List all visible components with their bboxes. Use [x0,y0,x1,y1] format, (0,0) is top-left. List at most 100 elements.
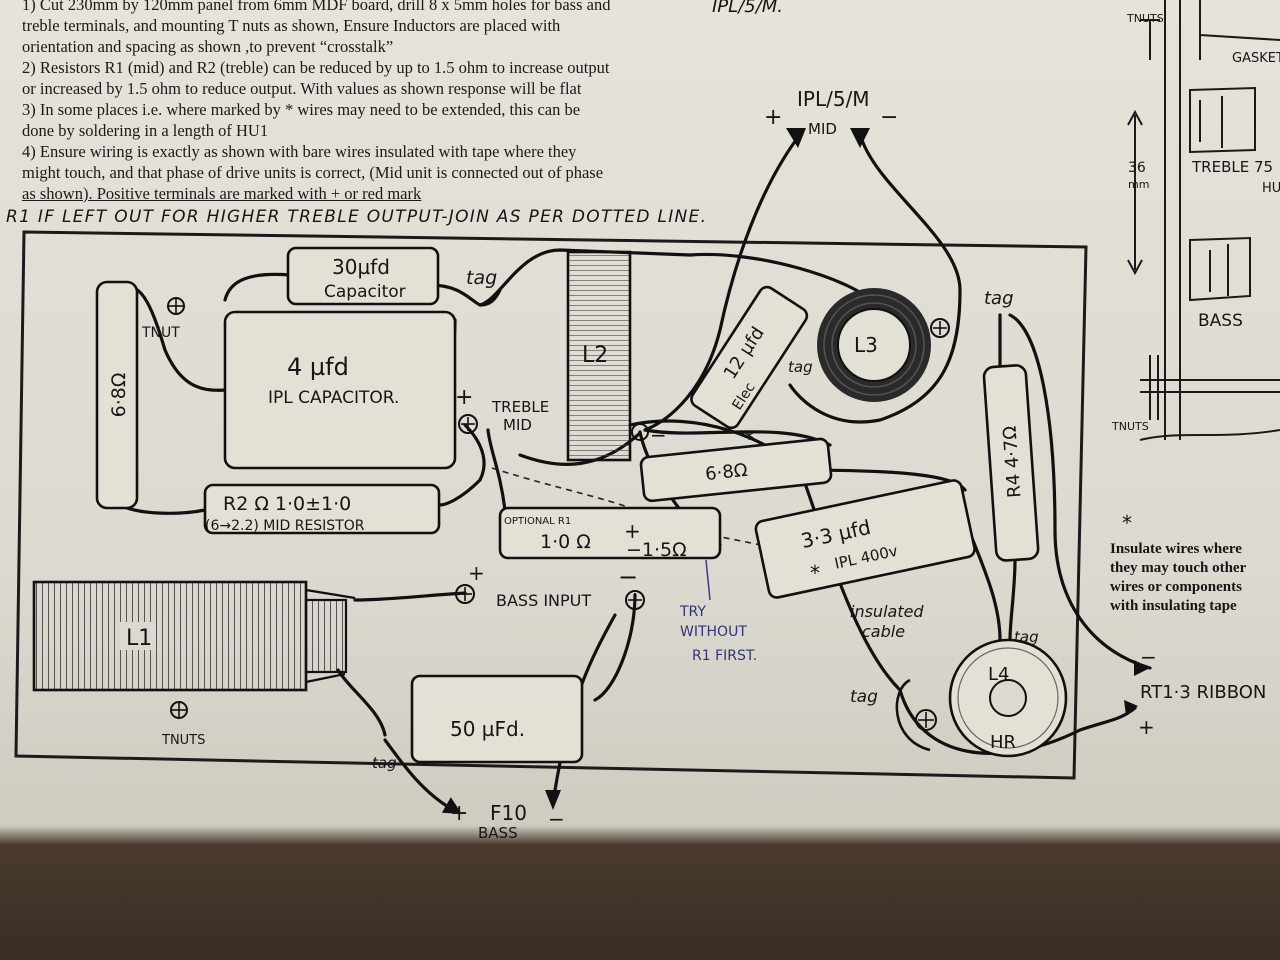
tag-label: tag [372,754,397,772]
resistor-r4: R4 4·7Ω [982,364,1040,562]
bass-input-terminal-plus: + [455,561,485,604]
side-bass: BASS [1198,311,1243,331]
c50-label: 50 µFd. [450,717,525,741]
mid-minus: − [880,105,898,130]
try-line: R1 FIRST. [692,648,757,664]
side-tnuts-top: TNUTS [1126,12,1164,25]
capacitor-50ufd: 50 µFd. [410,674,584,764]
treble-mid-terminal: + TREBLE MID [455,385,549,434]
treble-mid-label: TREBLE [491,398,549,416]
note-line: orientation and spacing as shown ,to pre… [22,37,394,56]
r2-label: (6→2.2) MID RESISTOR [205,518,365,534]
tag-label: tag [1014,628,1039,646]
tag-label: tag [984,288,1014,309]
tag-label: tag [466,267,497,289]
note-line: might touch, and that phase of drive uni… [22,163,604,182]
insulate-note: * Insulate wires where they may touch ot… [1110,511,1247,614]
mid-plus: + [764,105,782,130]
r68-left-label: 6·8Ω [108,373,130,418]
f10-bass-output: + F10 − BASS [441,790,565,842]
r1-value: 1·0 Ω [540,531,591,553]
tnut-top: TNUT [141,297,185,341]
insulated-cable-label: insulated [850,602,924,621]
side-dim-unit: mm [1128,178,1149,191]
central-junction: − * [631,423,754,451]
resistor-6-8-left: 6·8Ω [95,280,139,510]
note-line: done by soldering in a length of HU1 [22,121,269,140]
note-line: as shown). Positive terminals are marked… [22,184,422,203]
tnuts-bottom: TNUTS [161,701,205,748]
insulate-line: Insulate wires where [1110,541,1242,557]
top-right-label: IPL/5/M. [712,0,783,17]
resistor-r2: R2 Ω 1·0±1·0 (6→2.2) MID RESISTOR [203,483,441,535]
mid-output: IPL/5/M MID + − [764,87,898,148]
asterisk: * [810,561,820,585]
note-line: 4) Ensure wiring is exactly as shown wit… [22,142,577,161]
insulate-line: wires or components [1110,579,1242,595]
instruction-notes: 1) Cut 230mm by 120mm panel from 6mm MDF… [22,0,702,204]
mid-plus-arrow [786,128,806,148]
bass-input-terminal-minus: − [618,563,645,610]
tnut-top-label: TNUT [141,325,180,341]
mid-output-name: IPL/5/M [797,87,870,111]
l1-label: L1 [126,626,152,651]
l3-terminal [930,318,950,338]
minus-sign: − [1140,645,1157,669]
f10-sub: BASS [478,824,518,842]
minus-sign: − [650,423,667,447]
l4-label: L4 [988,664,1009,685]
plus-sign: + [624,519,641,543]
l4-terminal [895,678,937,752]
asterisk: * [1122,511,1132,535]
insulate-line: with insulating tape [1110,598,1237,614]
side-gasket: GASKET [1232,51,1280,66]
l3-label: L3 [854,333,878,357]
mid-minus-arrow [850,128,870,148]
mid-output-sub: MID [808,120,837,138]
insulated-cable-label: cable [862,622,905,641]
try-line: WITHOUT [680,624,747,640]
board-outline [14,230,1088,780]
c30-value: 30µfd [332,255,390,279]
inductor-l4: L4 HR [948,638,1068,758]
inductor-l3: L3 [817,288,931,402]
f10-label: F10 [490,801,527,825]
note-line: 2) Resistors R1 (mid) and R2 (treble) ca… [22,58,610,77]
c4-value: 4 µfd [287,353,349,381]
tag-label: tag [850,687,878,707]
r1-tag: OPTIONAL R1 [504,516,571,527]
plus-sign: + [455,385,473,410]
resistor-6-8-mid: 6·8Ω [639,437,833,503]
side-view-drawing [1127,0,1280,441]
treble-mid-label: MID [503,416,532,434]
plus-sign: + [1138,715,1155,739]
note-line: 1) Cut 230mm by 120mm panel from 6mm MDF… [22,0,611,14]
r4-label: R4 4·7Ω [999,425,1025,499]
bass-input-label: BASS INPUT [496,591,591,610]
plus-sign: + [468,561,485,585]
try-without-note: TRY WITHOUT R1 FIRST. [679,559,757,664]
r1-note: R1 IF LEFT OUT FOR HIGHER TREBLE OUTPUT-… [6,207,706,227]
insulate-line: they may touch other [1110,560,1247,576]
rt-ribbon-output: − RT1·3 RIBBON + [1124,645,1266,739]
try-line: TRY [679,604,706,620]
inductor-l1: L1 [32,580,356,692]
l2-label: L2 [582,343,608,368]
minus-sign: − [548,807,565,831]
rt-label: RT1·3 RIBBON [1140,682,1266,703]
c30-label: Capacitor [324,282,406,302]
c4-label: IPL CAPACITOR. [268,388,399,408]
r2-value: R2 Ω 1·0±1·0 [223,493,351,515]
plus-sign: + [450,801,468,826]
asterisk: * [744,427,754,451]
inductor-l2: L2 [566,250,632,462]
resistor-r1-optional: OPTIONAL R1 1·0 Ω + −1·5Ω [498,506,722,561]
tnuts-bottom-label: TNUTS [161,733,205,748]
l4-sub: HR [990,732,1016,753]
side-treble: TREBLE 75 [1191,158,1273,176]
capacitor-3-3ufd: 3·3 µfd IPL 400v [754,479,976,599]
note-line: or increased by 1.5 ohm to reduce output… [22,79,582,98]
